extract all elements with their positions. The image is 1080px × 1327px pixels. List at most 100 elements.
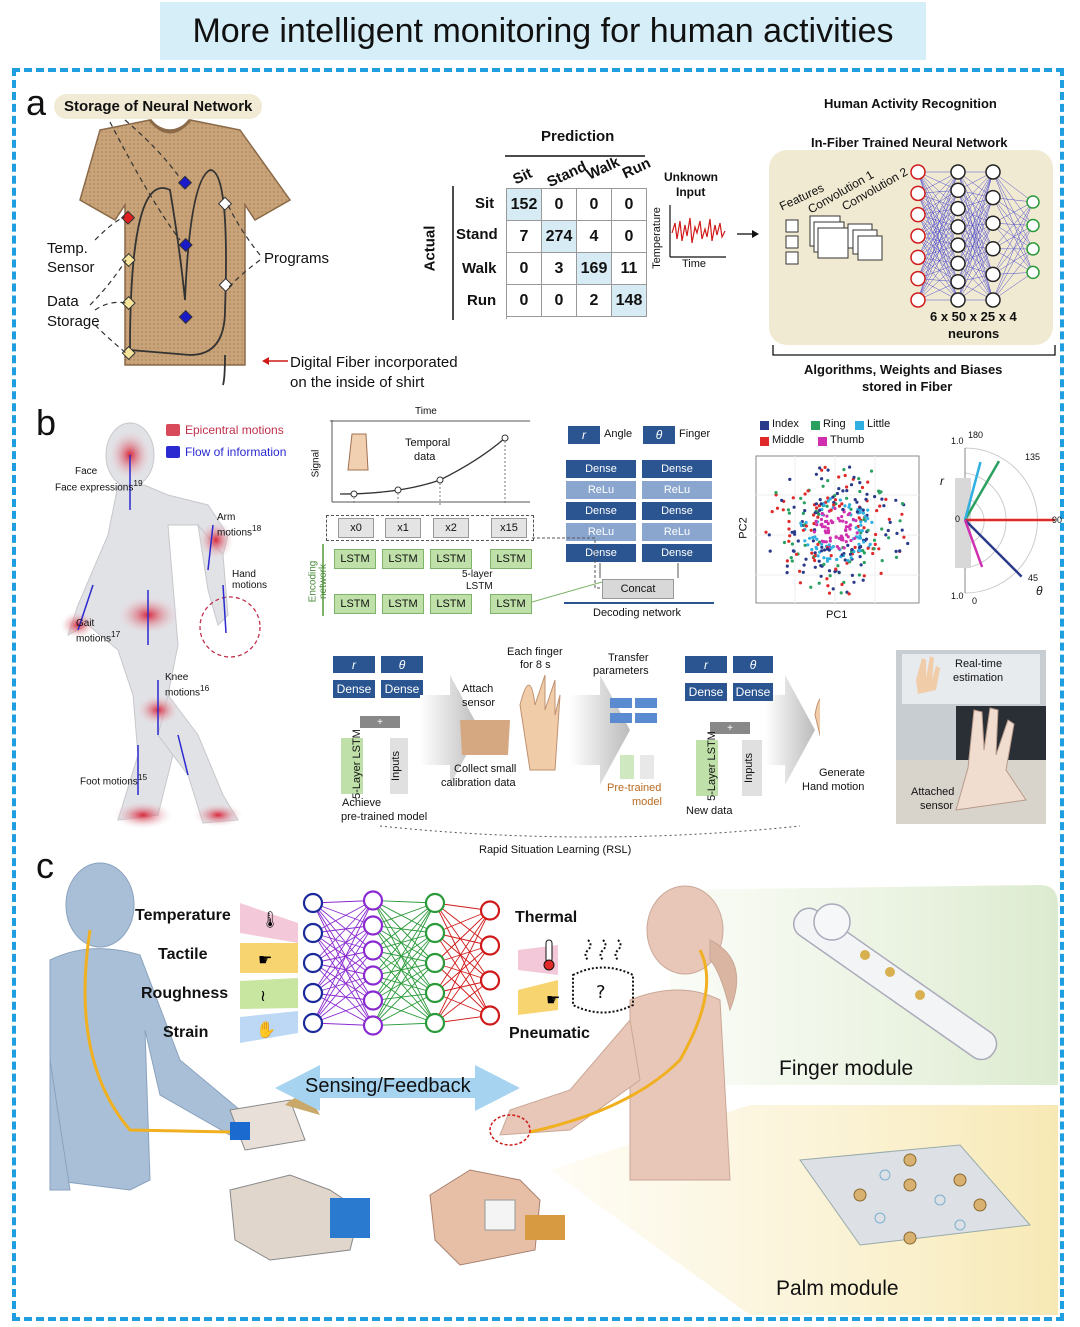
scatter-point [813,565,817,569]
scatter-point [791,496,795,500]
scatter-point [818,508,822,512]
flow-legend-swatch [166,446,180,458]
scatter-point [819,564,823,568]
rsl-dotted-arc [380,825,800,838]
scatter-point [859,545,863,549]
scatter-point [834,535,838,539]
flow-legend-label: Flow of information [185,445,287,459]
scatter-point [866,508,870,512]
scatter-point [819,523,823,527]
scatter-point [796,539,800,543]
scatter-point [790,530,794,534]
scatter-point [768,549,772,553]
scatter-point [824,540,828,544]
scatter-point [845,561,849,565]
scatter-point [849,538,853,543]
neuron-node [302,1012,324,1034]
polar-tick-90: 90 [1052,515,1063,525]
infiber-title: In-Fiber Trained Neural Network [811,135,1008,150]
rsl-lstm-box-2 [696,740,718,796]
matrix-cell: 274 [542,221,577,253]
scatter-point [853,536,857,540]
scatter-point [827,548,831,552]
scatter-point [838,519,842,523]
scatter-point [810,547,814,552]
rsl-lstm-label: 5-Layer LSTM [350,729,363,799]
input-tactile: Tactile [158,946,208,963]
scatter-point [798,581,802,585]
scatter-point [848,511,852,515]
scatter-point [822,556,826,560]
neuron-node [910,185,926,202]
scatter-point [837,475,841,479]
neuron-node [424,952,446,974]
scatter-point [894,498,898,502]
sensing-neural-network [302,890,501,1036]
scatter-point [879,571,883,575]
temperature-signal-plot [669,205,726,258]
scatter-point [814,519,818,523]
scatter-point [826,496,830,500]
scatter-point [818,498,822,502]
scatter-point [803,509,807,513]
scatter-point [792,549,796,553]
neuron-node [910,228,926,244]
scatter-point [794,552,799,556]
rsl-plus-box: + [360,716,400,728]
scatter-point [831,495,835,499]
neuron-node [302,892,324,914]
scatter-point [844,529,848,533]
scatter-point [816,554,820,558]
scatter-point [860,529,864,533]
scatter-point [839,538,843,542]
scatter-point [871,551,875,556]
pretrained-label-2: model [632,796,662,808]
scatter-point [848,503,852,507]
signal-curve-plot [331,420,530,505]
polar-ray [963,460,1001,521]
scatter-point [863,515,867,519]
matrix-top-line [505,155,645,157]
scatter-point [798,569,802,573]
rsl-inputs-box-2 [742,740,762,796]
scatter-point [825,504,829,508]
matrix-cell: 7 [507,221,542,253]
relu-layer: ReLu [566,523,636,541]
scatter-point [841,519,845,523]
realtime-photo [896,650,1046,824]
scatter-point [872,547,876,551]
scatter-point [888,520,892,524]
realtime-label-1: Real-time [955,658,1003,670]
scatter-point [852,580,856,584]
rsl-theta-box: θ [381,656,423,673]
relu-layer: ReLu [566,481,636,499]
polar-tick-135: 135 [1025,452,1041,462]
scatter-point [880,527,884,531]
scatter-point [822,503,826,507]
lstm-cell: LSTM [382,594,424,614]
rsl-theta-box-2: θ [733,656,773,673]
neuron-node [1026,242,1040,256]
svg-text:☛: ☛ [258,950,272,969]
scatter-point [826,522,830,526]
scatter-point [858,555,862,559]
attach-sensor-label-1: Attach [462,683,494,695]
scatter-point [873,542,877,546]
scatter-point [837,504,842,508]
scatter-point [846,559,850,563]
scatter-point [780,498,784,502]
scatter-point [906,541,910,546]
row-label-sit: Sit [475,195,495,212]
matrix-cell: 169 [577,253,612,285]
scatter-point [849,483,854,487]
scatter-point [872,538,877,542]
scatter-point [817,559,821,563]
scatter-point [854,519,858,523]
scatter-point [809,528,813,532]
finger-module-label: Finger module [779,1057,914,1080]
scatter-point [902,535,906,539]
generate-label-1: Generate [819,767,865,779]
svg-text:?: ? [596,982,606,1003]
output-pneumatic: Pneumatic [509,1025,590,1042]
signal-axis-label: Signal [310,449,322,478]
